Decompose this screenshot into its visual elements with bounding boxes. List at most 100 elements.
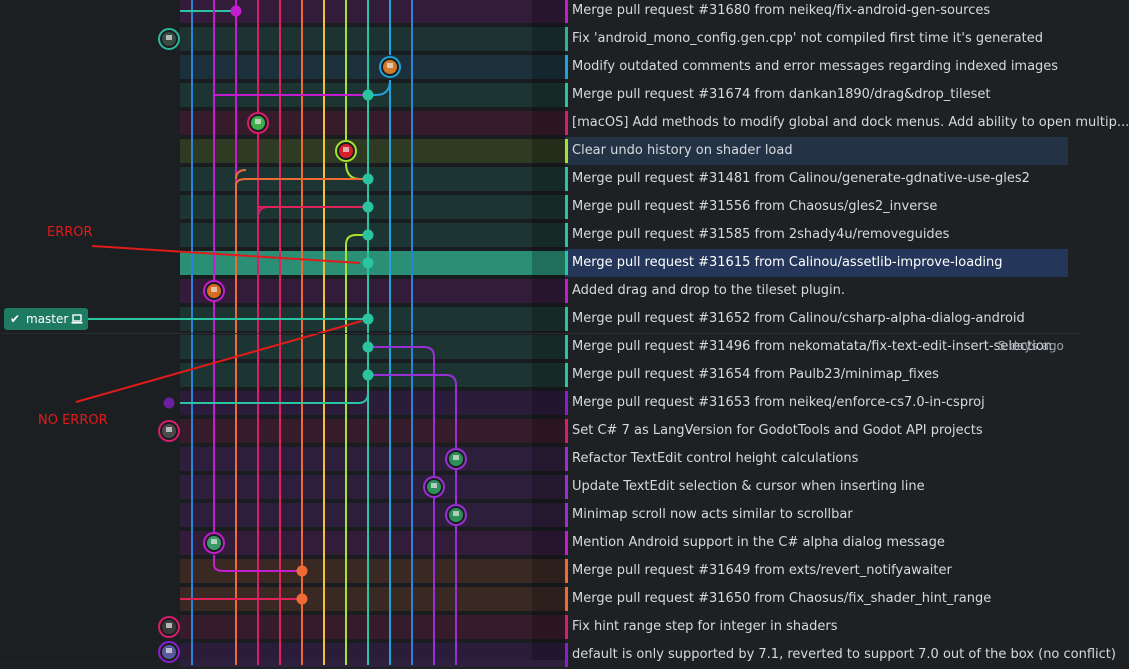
graph-merge-path bbox=[235, 169, 368, 665]
commit-row[interactable]: Merge pull request #31652 from Calinou/c… bbox=[565, 305, 1068, 333]
commit-message: Merge pull request #31674 from dankan189… bbox=[572, 87, 991, 102]
graph-merge-path bbox=[257, 206, 269, 665]
commit-color-bar bbox=[565, 307, 568, 331]
commit-message: Fix hint range step for integer in shade… bbox=[572, 619, 838, 634]
commit-row[interactable]: Merge pull request #31650 from Chaosus/f… bbox=[565, 585, 1068, 613]
commit-color-bar bbox=[565, 251, 568, 275]
commit-row[interactable]: Merge pull request #31615 from Calinou/a… bbox=[565, 249, 1068, 277]
commit-color-bar bbox=[565, 587, 568, 611]
commit-color-bar bbox=[565, 279, 568, 303]
commit-message: Merge pull request #31481 from Calinou/g… bbox=[572, 171, 1030, 186]
commit-graph bbox=[75, 0, 467, 665]
commit-message: Merge pull request #31615 from Calinou/a… bbox=[572, 255, 1003, 270]
author-avatar-glyph bbox=[166, 35, 172, 40]
commit-node bbox=[163, 397, 175, 409]
author-avatar-glyph bbox=[166, 648, 172, 653]
commit-row[interactable]: [macOS] Add methods to modify global and… bbox=[565, 109, 1129, 137]
commit-color-bar bbox=[565, 167, 568, 191]
graph-merge-path bbox=[213, 0, 368, 96]
commit-row[interactable]: Merge pull request #31654 from Paulb23/m… bbox=[565, 361, 1068, 389]
commit-row[interactable]: Fix hint range step for integer in shade… bbox=[565, 613, 1068, 641]
commit-row[interactable]: Merge pull request #31585 from 2shady4u/… bbox=[565, 221, 1068, 249]
commit-color-bar bbox=[565, 335, 568, 359]
graph-row-tint bbox=[180, 55, 565, 79]
graph-merge-path bbox=[213, 555, 302, 572]
commit-node bbox=[362, 313, 374, 325]
commit-message: Mention Android support in the C# alpha … bbox=[572, 535, 945, 550]
commit-row[interactable]: Fix 'android_mono_config.gen.cpp' not co… bbox=[565, 25, 1068, 53]
commit-node bbox=[296, 565, 308, 577]
commit-row[interactable]: Modify outdated comments and error messa… bbox=[565, 53, 1068, 81]
graph-row-tint bbox=[180, 475, 565, 499]
commit-row[interactable]: Merge pull request #31653 from neikeq/en… bbox=[565, 389, 1068, 417]
commit-color-bar bbox=[565, 363, 568, 387]
author-avatar-glyph bbox=[211, 539, 217, 544]
commit-row[interactable]: Set C# 7 as LangVersion for GodotTools a… bbox=[565, 417, 1068, 445]
commit-row[interactable]: Merge pull request #31680 from neikeq/fi… bbox=[565, 0, 1068, 25]
commit-row[interactable]: Merge pull request #31481 from Calinou/g… bbox=[565, 165, 1068, 193]
author-avatar-glyph bbox=[453, 455, 459, 460]
commit-row[interactable]: Added drag and drop to the tileset plugi… bbox=[565, 277, 1068, 305]
graph-row-tint bbox=[180, 447, 565, 471]
author-avatar-glyph bbox=[166, 623, 172, 628]
commit-message: Merge pull request #31496 from nekomatat… bbox=[572, 339, 1053, 354]
commit-color-bar bbox=[565, 27, 568, 51]
graph-row-tint bbox=[180, 615, 565, 639]
commit-color-bar bbox=[565, 391, 568, 415]
commit-message: Merge pull request #31649 from exts/reve… bbox=[572, 563, 952, 578]
commit-message: Merge pull request #31650 from Chaosus/f… bbox=[572, 591, 992, 606]
author-avatar-glyph bbox=[255, 119, 261, 124]
commit-row[interactable]: Merge pull request #31496 from nekomatat… bbox=[565, 333, 1068, 361]
graph-merge-path bbox=[368, 374, 457, 450]
commit-color-bar bbox=[565, 0, 568, 23]
graph-row-tint bbox=[180, 111, 565, 135]
commit-node bbox=[230, 5, 242, 17]
branch-tag-label: master bbox=[26, 312, 69, 326]
commit-message: Minimap scroll now acts similar to scrol… bbox=[572, 507, 853, 522]
author-avatar-glyph bbox=[453, 511, 459, 516]
commit-color-bar bbox=[565, 475, 568, 499]
graph-row-tint bbox=[180, 27, 565, 51]
commit-row[interactable]: Minimap scroll now acts similar to scrol… bbox=[565, 501, 1068, 529]
laptop-icon bbox=[71, 314, 83, 324]
graph-row-tint bbox=[180, 419, 565, 443]
graph-merge-path bbox=[368, 346, 435, 480]
author-avatar-glyph bbox=[211, 287, 217, 292]
author-avatar-glyph bbox=[387, 63, 393, 68]
branch-labels-column bbox=[0, 0, 180, 660]
author-avatar-glyph bbox=[343, 147, 349, 152]
commit-row[interactable]: Merge pull request #31649 from exts/reve… bbox=[565, 557, 1068, 585]
commit-message: Merge pull request #31585 from 2shady4u/… bbox=[572, 227, 950, 242]
commit-node bbox=[362, 257, 374, 269]
commit-message: Merge pull request #31652 from Calinou/c… bbox=[572, 311, 1025, 326]
commit-message: Set C# 7 as LangVersion for GodotTools a… bbox=[572, 423, 983, 438]
commit-row[interactable]: Mention Android support in the C# alpha … bbox=[565, 529, 1068, 557]
commit-row[interactable]: Merge pull request #31674 from dankan189… bbox=[565, 81, 1068, 109]
commit-row[interactable]: Refactor TextEdit control height calcula… bbox=[565, 445, 1068, 473]
commit-node bbox=[362, 89, 374, 101]
commit-color-bar bbox=[565, 195, 568, 219]
commit-row[interactable]: Clear undo history on shader load bbox=[565, 137, 1068, 165]
annotation-error: ERROR bbox=[47, 225, 93, 240]
commit-color-bar bbox=[565, 111, 568, 135]
commit-node bbox=[362, 173, 374, 185]
commit-row[interactable]: Merge pull request #31556 from Chaosus/g… bbox=[565, 193, 1068, 221]
commit-color-bar bbox=[565, 503, 568, 527]
commit-node bbox=[362, 229, 374, 241]
commit-node bbox=[362, 341, 374, 353]
commit-color-bar bbox=[565, 83, 568, 107]
commit-color-bar bbox=[565, 419, 568, 443]
graph-branch-path bbox=[345, 234, 368, 665]
commit-color-bar bbox=[565, 643, 568, 667]
branch-tag-master[interactable]: ✔ master bbox=[4, 308, 88, 330]
commit-message: Update TextEdit selection & cursor when … bbox=[572, 479, 925, 494]
commit-message: Clear undo history on shader load bbox=[572, 143, 793, 158]
commit-row[interactable]: default is only supported by 7.1, revert… bbox=[565, 641, 1116, 669]
commit-node bbox=[296, 593, 308, 605]
graph-row-tint bbox=[180, 139, 565, 163]
today-separator bbox=[0, 333, 1082, 334]
graph-column-divider bbox=[532, 0, 565, 660]
checkmark-icon: ✔ bbox=[10, 312, 21, 326]
commit-row[interactable]: Update TextEdit selection & cursor when … bbox=[565, 473, 1068, 501]
